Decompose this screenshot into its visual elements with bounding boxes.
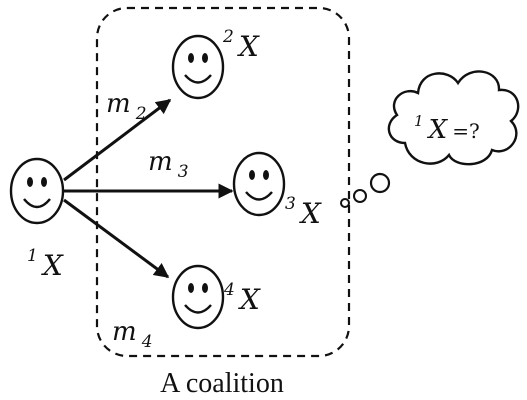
thought-dot-small [340, 198, 350, 208]
thought-text: 1 X =? [414, 111, 480, 145]
smiley-face-icon [232, 151, 286, 217]
smiley-face-icon [171, 34, 225, 100]
coalition-boundary [95, 6, 351, 358]
message-arrows [63, 98, 234, 279]
agent-4: 4 X [171, 264, 261, 330]
thought-dots [340, 172, 391, 208]
agent-4-label: 4 X [223, 280, 261, 316]
thought-base: X [427, 115, 449, 145]
agent-2-label: 2 X [222, 27, 260, 63]
message-label-m4: m 4 [112, 317, 153, 352]
message-m2-sub: 2 [135, 104, 147, 124]
message-m4-sub: 4 [141, 332, 153, 352]
coalition-caption: A coalition [160, 368, 284, 399]
message-m4-base: m [112, 317, 137, 347]
thought-cloud-icon [387, 70, 520, 166]
agent-4-sup: 4 [223, 280, 235, 300]
agent-1-label: 1 X [27, 246, 64, 282]
thought-dot-medium [353, 189, 367, 203]
agent-3: 3 X [232, 151, 322, 230]
agent-1: 1 X [9, 157, 65, 282]
agent-2-sup: 2 [222, 27, 234, 47]
message-label-m2: m 2 [106, 89, 147, 124]
arrow-m2 [63, 98, 172, 182]
agent-3-sup: 3 [285, 194, 296, 214]
agent-4-base: X [238, 283, 261, 316]
message-m3-base: m [148, 147, 173, 177]
agent-2-base: X [237, 30, 260, 63]
agent-1-sup: 1 [27, 246, 38, 266]
message-m2-base: m [106, 89, 131, 119]
agent-3-base: X [299, 197, 322, 230]
agent-2: 2 X [171, 27, 260, 100]
agent-1-base: X [41, 249, 64, 282]
message-m3-sub: 3 [178, 162, 189, 182]
arrow-m4 [63, 198, 170, 279]
message-label-m3: m 3 [148, 147, 189, 182]
smiley-face-icon [9, 157, 65, 225]
agent-3-label: 3 X [285, 194, 322, 230]
thought-sup: 1 [414, 112, 424, 130]
smiley-face-icon [171, 264, 225, 330]
thought-dot-large [369, 172, 391, 194]
thought-suffix: =? [452, 119, 479, 143]
